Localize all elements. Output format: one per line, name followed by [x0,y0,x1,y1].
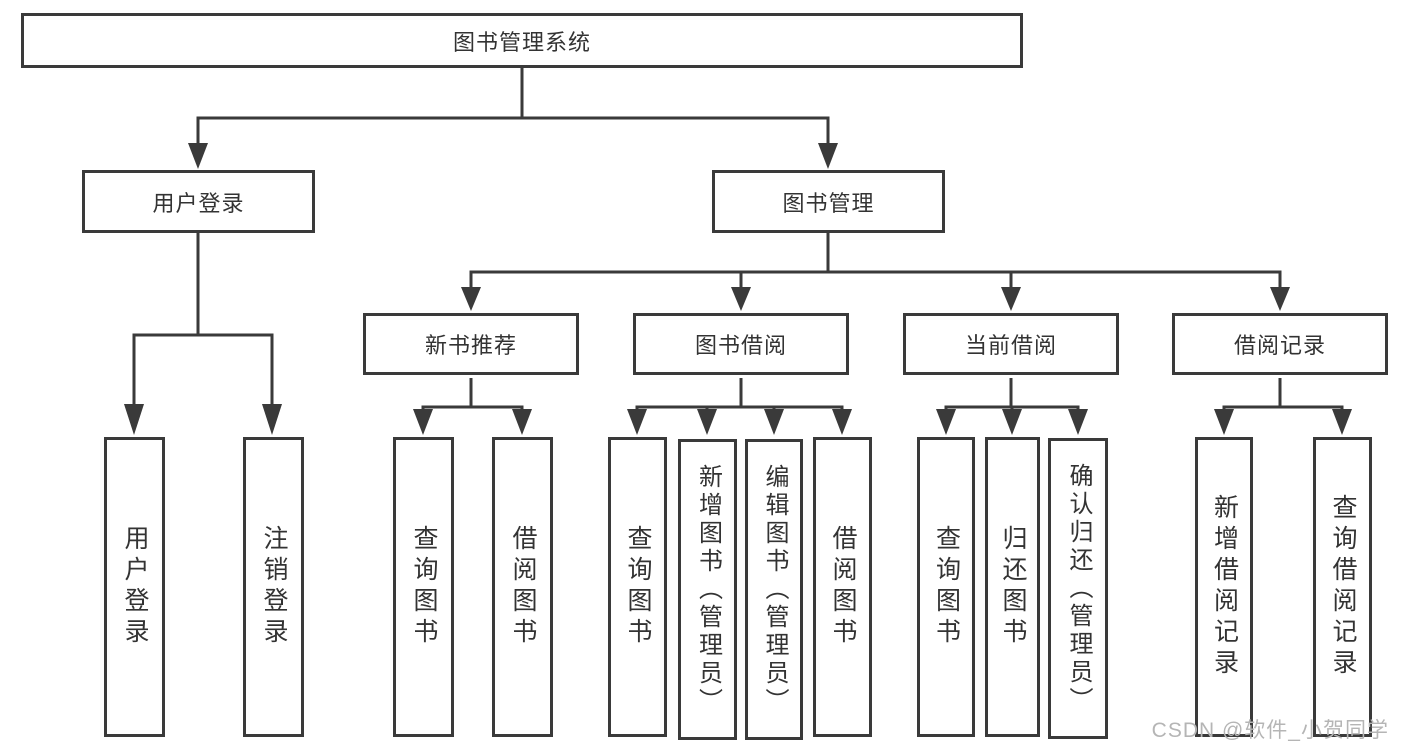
leaf-query-borrow-record-label: 查询借阅记录 [1329,494,1357,680]
leaf-user-login: 用户登录 [104,437,165,737]
leaf-borrow-books-recommend: 借阅图书 [492,437,553,737]
node-root-system-label: 图书管理系统 [452,29,591,55]
node-borrowing-records: 借阅记录 [1172,313,1388,375]
leaf-logout: 注销登录 [243,437,304,737]
node-current-borrowing-label: 当前借阅 [964,333,1057,358]
connector-current-borrowing-children [936,378,1088,435]
leaf-borrow-books-recommend-label: 借阅图书 [509,525,537,649]
csdn-watermark: CSDN @软件_小贺同学 [1151,719,1389,742]
leaf-return-books: 归还图书 [985,437,1040,737]
leaf-add-borrow-record-label: 新增借阅记录 [1210,494,1239,680]
leaf-confirm-return-admin-label: 确认归还（管理员） [1065,462,1092,715]
node-new-book-recommend-label: 新书推荐 [424,333,517,358]
connector-user-login-children [124,233,282,435]
node-book-management-label: 图书管理 [782,190,875,216]
connector-borrowing-records-children [1214,378,1352,435]
leaf-query-books-recommend: 查询图书 [393,437,454,737]
leaf-borrow-books-label: 借阅图书 [829,525,857,649]
node-borrowing-records-label: 借阅记录 [1233,333,1326,358]
leaf-return-books-label: 归还图书 [999,525,1027,649]
node-user-login-label: 用户登录 [152,190,245,216]
node-root-system: 图书管理系统 [21,13,1023,68]
node-book-borrowing: 图书借阅 [633,313,849,375]
node-current-borrowing: 当前借阅 [903,313,1119,375]
node-book-borrowing-label: 图书借阅 [694,333,787,358]
leaf-query-books-borrowing-label: 查询图书 [624,525,652,649]
connector-root-to-level2 [188,68,838,169]
leaf-confirm-return-admin: 确认归还（管理员） [1048,438,1108,739]
leaf-add-borrow-record: 新增借阅记录 [1195,437,1253,737]
leaf-query-books-current-label: 查询图书 [932,525,961,649]
node-user-login: 用户登录 [82,170,315,233]
connector-book-borrowing-children [627,378,852,435]
leaf-edit-books-admin: 编辑图书（管理员） [745,439,803,740]
leaf-add-books-admin: 新增图书（管理员） [678,439,737,740]
connector-new-book-recommend-children [413,378,532,435]
leaf-query-books-current: 查询图书 [917,437,975,737]
leaf-logout-label: 注销登录 [260,525,288,649]
node-new-book-recommend: 新书推荐 [363,313,579,375]
node-book-management: 图书管理 [712,170,945,233]
leaf-query-borrow-record: 查询借阅记录 [1313,437,1372,737]
connector-book-management-children [461,233,1290,311]
leaf-edit-books-admin-label: 编辑图书（管理员） [761,463,788,716]
leaf-user-login-label: 用户登录 [121,525,149,649]
leaf-borrow-books: 借阅图书 [813,437,872,737]
leaf-add-books-admin-label: 新增图书（管理员） [694,463,722,716]
leaf-query-books-recommend-label: 查询图书 [410,525,438,649]
leaf-query-books-borrowing: 查询图书 [608,437,667,737]
